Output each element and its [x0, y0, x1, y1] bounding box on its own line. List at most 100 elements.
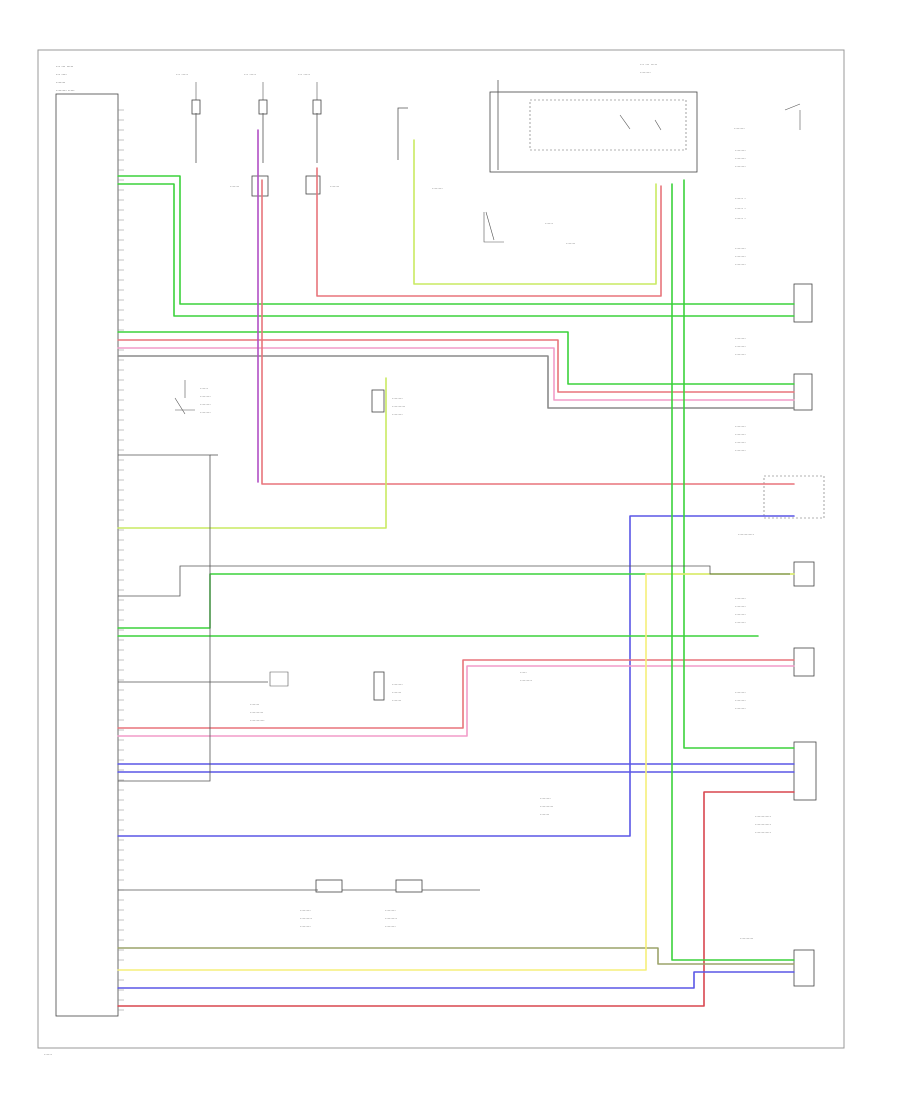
svg-text:········: ········ [735, 698, 746, 703]
svg-text:········: ········ [735, 612, 746, 617]
connector-label-top: ········ [432, 186, 443, 191]
top-fuse-area: ··· ····· ··· ····· ··· ····· [176, 72, 322, 115]
pink-wire-2 [117, 665, 795, 737]
center-sensor-component: ········ ·········· ········ [371, 389, 405, 417]
svg-text:··········: ·········· [540, 804, 553, 809]
wire-group [117, 129, 795, 1007]
fuse-3-label: ··· ····· [298, 72, 310, 77]
module-title-line-3: ······· [56, 80, 65, 85]
red-wire-2 [261, 179, 795, 485]
module-title-line-4: ········ ····· [56, 88, 75, 93]
green-wire-3 [117, 331, 795, 385]
svg-text:········: ········ [735, 440, 746, 445]
svg-text:········: ········ [734, 126, 745, 131]
svg-text:········: ········ [735, 448, 746, 453]
thin-black-wires [118, 80, 790, 891]
svg-text:············: ············ [738, 532, 754, 537]
darkred-wire-1 [117, 791, 795, 1007]
green-wire-7 [671, 183, 795, 961]
left-switch-component: ······ ········ ········ ········ [174, 380, 211, 415]
svg-text:············: ············ [755, 830, 771, 835]
grey-wire-1 [117, 355, 795, 409]
red-wire-3 [316, 167, 662, 297]
junction-2-label: ······· [330, 184, 339, 189]
right-component-6 [793, 741, 817, 801]
yellowgreen-wire-1 [413, 139, 657, 285]
svg-text:········: ········ [735, 424, 746, 429]
svg-text:········: ········ [735, 352, 746, 357]
switch-label: ······ [545, 221, 553, 226]
svg-text:········: ········ [540, 796, 551, 801]
svg-text:······ ·: ······ · [735, 196, 746, 201]
fuse-3 [312, 99, 322, 115]
connector-label-right: ······· [566, 241, 575, 246]
right-component-4 [793, 561, 815, 587]
svg-text:······: ······ [200, 386, 208, 391]
olive-wire-1 [117, 947, 795, 965]
svg-text:·······: ······· [392, 698, 401, 703]
module-pin-ticks [118, 109, 124, 1011]
svg-text:········: ········ [735, 164, 746, 169]
svg-text:······ ·: ······ · [735, 216, 746, 221]
svg-text:········: ········ [735, 432, 746, 437]
fuse-1 [191, 99, 201, 115]
svg-text:········: ········ [735, 254, 746, 259]
right-component-3 [763, 475, 825, 519]
svg-text:········: ········ [735, 690, 746, 695]
svg-text:········: ········ [300, 908, 311, 913]
green-wire-6 [683, 179, 795, 749]
svg-text:·······: ······· [540, 812, 549, 817]
fuse-2-label: ··· ····· [244, 72, 256, 77]
module-title-line-1: ··· ··· ····· [56, 64, 73, 69]
svg-text:··········: ·········· [740, 936, 753, 941]
switch-left [483, 212, 504, 243]
right-component-1 [793, 283, 813, 323]
lower-center-component: ········ ······· ······· [373, 671, 403, 703]
top-relay-block [489, 91, 698, 173]
svg-text:·········: ········· [300, 916, 312, 921]
right-component-5 [793, 647, 815, 677]
svg-text:········: ········ [735, 336, 746, 341]
svg-text:··········: ·········· [250, 710, 263, 715]
pink-wire-1 [117, 347, 795, 401]
svg-text:········: ········ [735, 344, 746, 349]
right-labels: ········ ········ ········ ········ ····… [735, 336, 771, 941]
red-wire-1 [117, 339, 795, 393]
green-wire-4 [117, 573, 795, 629]
svg-text:········: ········ [735, 596, 746, 601]
footer-code: ······ [44, 1052, 52, 1057]
svg-text:·······: ······· [392, 690, 401, 695]
relay-title-1: ··· ··· ····· [640, 62, 657, 67]
junction-connector-1 [251, 175, 269, 197]
svg-text:···········: ··········· [250, 718, 265, 723]
blue-wire-4 [117, 971, 795, 989]
lower-left-component: ······· ·········· ··········· [250, 671, 289, 723]
svg-text:········: ········ [392, 412, 403, 417]
lower-connectors: ········ ········· ········ ········ ···… [300, 879, 423, 929]
relay-title-2: ········ [640, 70, 651, 75]
svg-text:·······: ······· [250, 702, 259, 707]
svg-text:········: ········ [735, 620, 746, 625]
blue-wire-1 [117, 515, 795, 837]
svg-text:·····: ····· [520, 670, 527, 675]
svg-text:········: ········ [735, 148, 746, 153]
svg-text:········: ········ [735, 604, 746, 609]
svg-text:········: ········ [735, 156, 746, 161]
right-switch-top: ········ ········ ········ ········ [734, 103, 801, 169]
right-component-7 [793, 949, 815, 987]
svg-text:············: ············ [755, 822, 771, 827]
fuse-2 [258, 99, 268, 115]
connector-block-mid: ····· ········· ········ ·········· ····… [520, 670, 553, 817]
svg-text:·········: ········· [520, 678, 532, 683]
right-component-2 [793, 373, 813, 411]
diagram-frame [37, 49, 845, 1049]
svg-text:········: ········ [392, 396, 403, 401]
svg-text:········: ········ [735, 262, 746, 267]
yellowgreen-wire-2 [117, 377, 387, 529]
svg-text:········: ········ [200, 402, 211, 407]
svg-text:········: ········ [200, 394, 211, 399]
svg-text:········: ········ [300, 924, 311, 929]
green-wire-2 [117, 183, 795, 317]
svg-text:········: ········ [392, 682, 403, 687]
